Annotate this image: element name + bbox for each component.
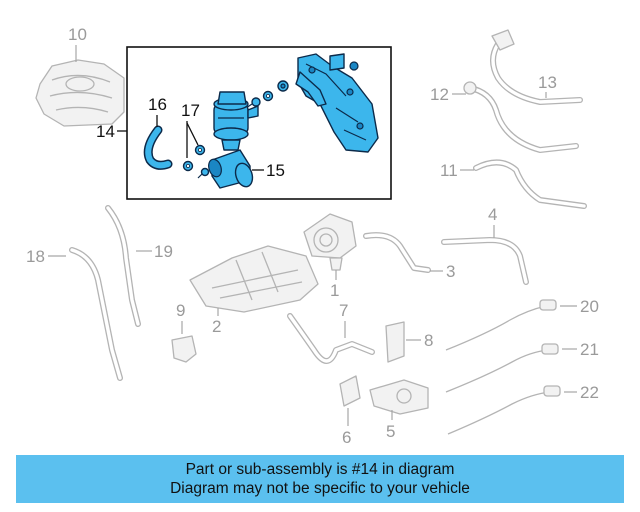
clip	[329, 53, 359, 71]
filter-canister	[208, 149, 254, 189]
callout-8[interactable]: 8	[424, 331, 433, 350]
part-7-tube	[287, 313, 375, 364]
part-2-manifold	[189, 245, 319, 313]
bracket-arm	[295, 71, 327, 107]
part-3-hose	[363, 232, 431, 273]
hose-16	[143, 125, 173, 170]
callout-22[interactable]: 22	[580, 383, 599, 402]
info-banner: Part or sub-assembly is #14 in diagram D…	[16, 455, 624, 503]
part-8-plate	[385, 321, 405, 363]
callout-9[interactable]: 9	[176, 301, 185, 320]
part-20-sensor	[445, 299, 557, 351]
banner-line-2: Diagram may not be specific to your vehi…	[170, 480, 470, 497]
part-5-valve	[369, 379, 429, 415]
bolt	[277, 80, 289, 92]
bolt-small	[197, 167, 210, 179]
callout-21[interactable]: 21	[580, 340, 599, 359]
part-14-group[interactable]	[126, 46, 392, 200]
callout-7[interactable]: 7	[339, 301, 348, 320]
callout-1[interactable]: 1	[330, 281, 339, 300]
pump-body	[213, 91, 259, 151]
banner-line-1: Part or sub-assembly is #14 in diagram	[185, 461, 455, 478]
callout-13[interactable]: 13	[538, 73, 557, 92]
callout-16[interactable]: 16	[148, 95, 167, 114]
part-12-pipe	[463, 81, 579, 153]
part-13-pipe	[490, 29, 583, 105]
callout-18[interactable]: 18	[26, 247, 45, 266]
clamp-lower	[182, 160, 194, 172]
part-1-pump	[303, 213, 357, 271]
part-18-pipe	[69, 247, 123, 381]
callout-19[interactable]: 19	[154, 242, 173, 261]
callout-12[interactable]: 12	[430, 85, 449, 104]
part-9-bracket	[171, 335, 197, 363]
callout-11[interactable]: 11	[440, 161, 458, 180]
callout-5[interactable]: 5	[386, 422, 395, 441]
part-22-sensor	[447, 385, 561, 435]
part-11-pipe	[473, 159, 587, 209]
callout-2[interactable]: 2	[212, 317, 221, 336]
washer	[262, 90, 274, 102]
callout-10[interactable]: 10	[68, 25, 87, 44]
bracket	[297, 53, 379, 153]
callout-6[interactable]: 6	[342, 428, 351, 447]
callout-17[interactable]: 17	[181, 101, 200, 120]
callout-20[interactable]: 20	[580, 297, 599, 316]
callout-3[interactable]: 3	[446, 262, 455, 281]
parts-diagram: 10	[26, 25, 599, 447]
callout-4[interactable]: 4	[488, 205, 497, 224]
part-19-pipe	[105, 205, 141, 327]
part-10-cover	[35, 59, 125, 127]
part-21-sensor	[445, 343, 559, 393]
part-6-bracket	[339, 375, 361, 407]
leader-17b	[186, 122, 199, 146]
part-4-hose	[441, 237, 529, 285]
clamp-upper	[194, 144, 206, 156]
callout-14[interactable]: 14	[96, 122, 115, 141]
callout-15[interactable]: 15	[266, 161, 285, 180]
